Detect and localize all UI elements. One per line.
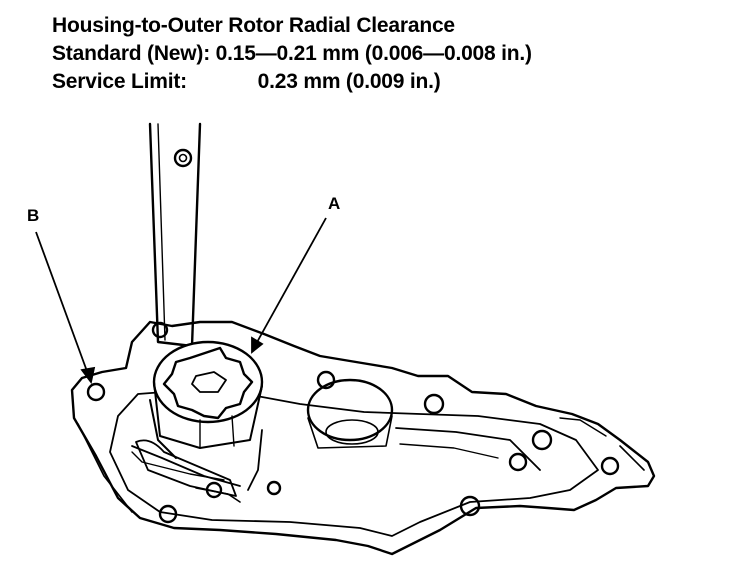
standard-value: 0.15—0.21 mm (0.006—0.008 in.) (215, 42, 532, 65)
limit-value: 0.23 mm (0.009 in.) (257, 70, 441, 93)
callout-b-label: B (27, 206, 40, 225)
leader-b (35, 231, 89, 375)
limit-label: Service Limit: (52, 70, 187, 93)
standard-label: Standard (New): (52, 42, 211, 65)
callout-a-label: A (328, 194, 341, 213)
leader-a-arrowhead (251, 336, 264, 354)
relief-valve-cavity (306, 378, 394, 449)
inner-rotor (162, 346, 254, 420)
outer-rotor (152, 340, 264, 449)
spec-standard-row: Standard (New): 0.15—0.21 mm (0.006—0.00… (52, 40, 532, 68)
feeler-gauge (148, 122, 202, 348)
bolt-holes (86, 321, 620, 524)
leader-a (255, 217, 327, 345)
leader-b-arrowhead (80, 366, 96, 385)
leader-lines (35, 217, 327, 385)
spec-limit-row: Service Limit: 0.23 mm (0.009 in.) (52, 68, 532, 96)
pump-housing (70, 320, 656, 556)
spec-block: Housing-to-Outer Rotor Radial Clearance … (52, 12, 532, 96)
spec-title: Housing-to-Outer Rotor Radial Clearance (52, 14, 455, 37)
